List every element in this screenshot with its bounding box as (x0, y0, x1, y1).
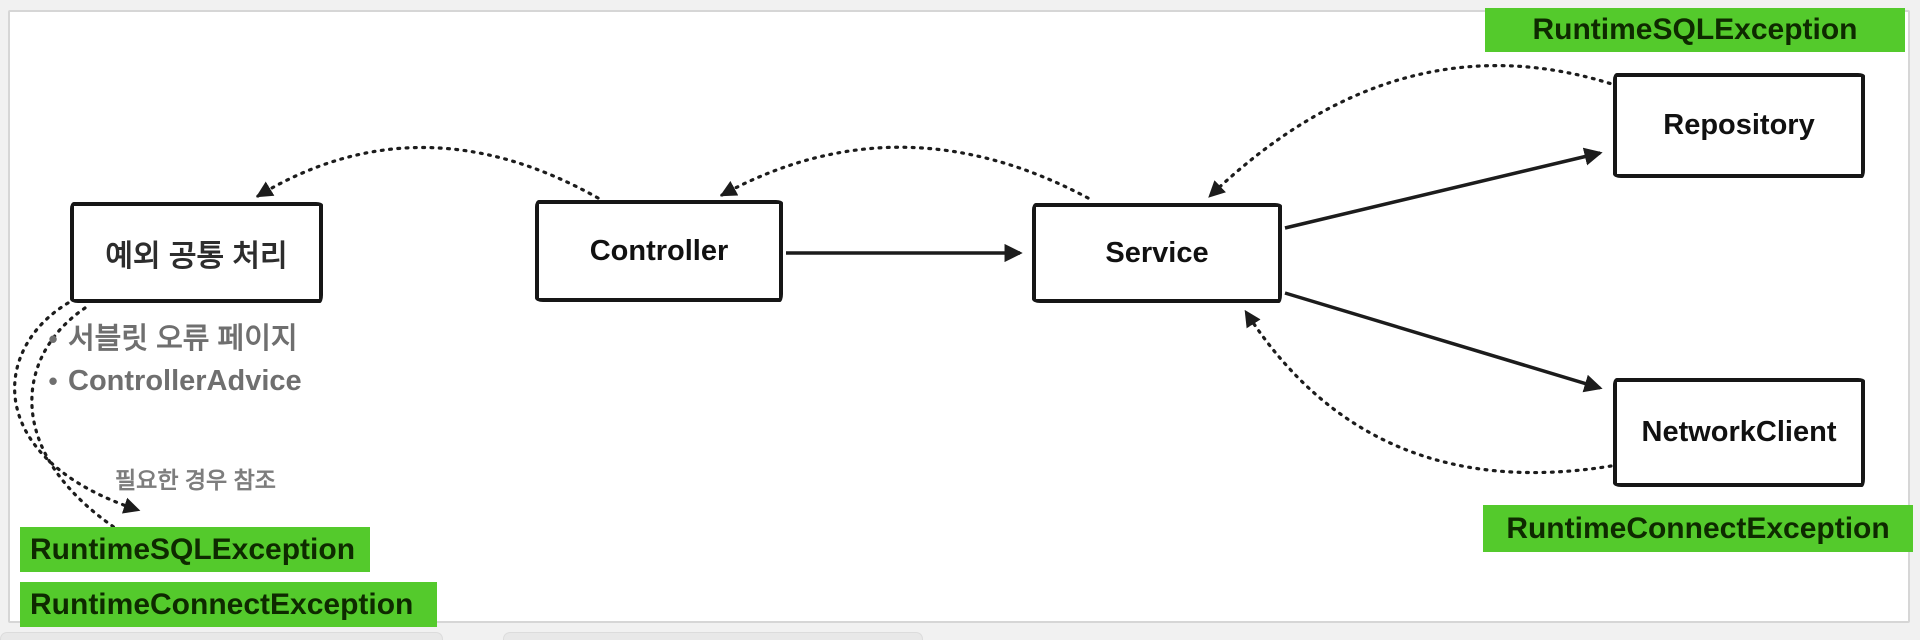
controller-label: Controller (589, 234, 729, 267)
note-controller-advice: ControllerAdvice (68, 365, 302, 397)
bullet-icon: • (48, 324, 58, 354)
network-client-box: NetworkClient (1613, 378, 1865, 487)
bottom-edge-stub (503, 632, 923, 640)
highlight-text: RuntimeConnectException (30, 587, 414, 621)
service-box: Service (1032, 203, 1282, 303)
service-label: Service (1105, 236, 1209, 269)
highlight-runtime-sql-exception-bottom-left: RuntimeSQLException (20, 527, 370, 572)
controller-box: Controller (535, 200, 783, 302)
note-servlet-error-page: 서블릿 오류 페이지 (68, 323, 298, 355)
highlight-text: RuntimeSQLException (30, 532, 356, 566)
highlight-text: RuntimeSQLException (1532, 13, 1858, 46)
bullet-icon: • (48, 366, 58, 396)
repository-box: Repository (1613, 73, 1865, 178)
highlight-runtime-connect-exception-bottom-left: RuntimeConnectException (20, 582, 437, 627)
network-client-label: NetworkClient (1641, 416, 1837, 448)
note-item: • ControllerAdvice (38, 360, 438, 402)
highlight-text: RuntimeConnectException (1506, 511, 1890, 545)
exception-handling-label: 예외 공통 처리 (105, 239, 288, 273)
highlight-runtime-connect-exception-right: RuntimeConnectException (1483, 505, 1913, 552)
repository-label: Repository (1663, 109, 1815, 141)
bottom-edge-stub (0, 632, 443, 640)
exception-handling-box: 예외 공통 처리 (70, 202, 323, 303)
note-item: • 서블릿 오류 페이지 (38, 318, 438, 360)
reference-note: 필요한 경우 참조 (115, 467, 276, 493)
exception-handling-notes: • 서블릿 오류 페이지 • ControllerAdvice (38, 318, 438, 402)
highlight-runtime-sql-exception-top: RuntimeSQLException (1485, 8, 1905, 52)
